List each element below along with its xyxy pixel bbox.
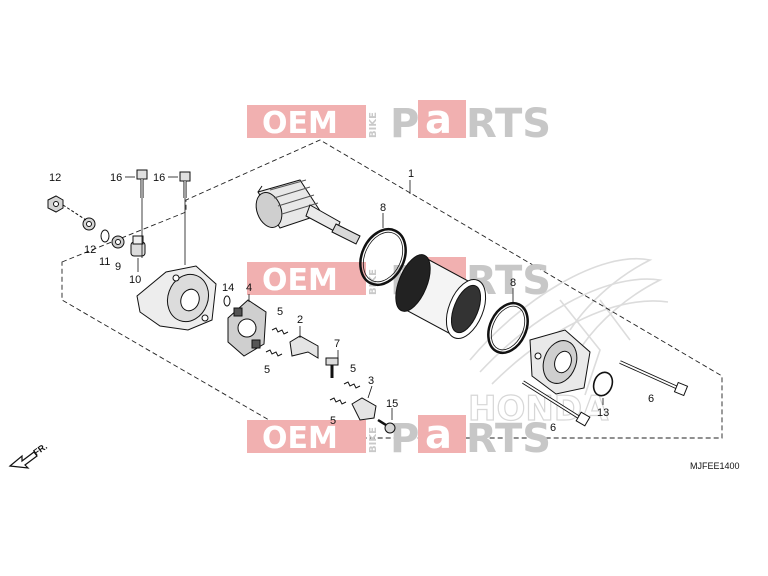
callout-1: 1: [408, 168, 414, 180]
watermark-rts-text: RTS: [466, 416, 551, 462]
callout-labels: 1 2 3 4 5 5 5 5 6 6 7 8 8 9 10 11 12 12 …: [49, 168, 654, 434]
brush-plate: [289, 335, 319, 359]
honda-wing-logo: [469, 257, 669, 396]
callout-10: 10: [129, 274, 141, 286]
rear-cover: [529, 329, 591, 395]
o-ring-right: [487, 301, 529, 355]
spring-5-c: [343, 381, 361, 389]
screw-16-right: [179, 171, 191, 198]
watermark-bike-text: BIKE: [368, 269, 379, 295]
callout-3: 3: [368, 375, 374, 387]
through-bolt-lower: [522, 380, 591, 427]
watermark-a-text: a: [425, 97, 452, 143]
callout-15: 15: [386, 398, 398, 410]
through-bolt-upper: [619, 360, 689, 397]
terminal-insulator: [130, 235, 146, 257]
callout-12-a: 12: [49, 172, 61, 184]
callout-2: 2: [297, 314, 303, 326]
callout-16-b: 16: [153, 172, 165, 184]
diagram-code: MJFEE1400: [690, 461, 740, 471]
callout-5-c: 5: [350, 363, 356, 375]
watermark-top: OEM BIKE P a RTS: [247, 97, 551, 147]
watermark-p-text: P: [390, 101, 419, 147]
callout-14: 14: [222, 282, 234, 294]
callout-5-a: 5: [277, 306, 283, 318]
washer-11: [100, 229, 110, 243]
spring-5-d: [329, 397, 347, 405]
callout-6-a: 6: [648, 393, 654, 405]
leader-lines: [137, 180, 604, 420]
callout-8-a: 8: [380, 202, 386, 214]
terminal-bolt-7: [325, 357, 339, 378]
callout-9: 9: [115, 261, 121, 273]
brush-3: [351, 397, 377, 421]
callout-8-b: 8: [510, 277, 516, 289]
watermark-bike-text: BIKE: [368, 112, 379, 138]
callout-13: 13: [597, 407, 609, 419]
callout-12-b: 12: [84, 244, 96, 256]
callout-5-b: 5: [264, 364, 270, 376]
watermark-a-text: a: [425, 412, 452, 458]
watermark-p-text: P: [390, 416, 419, 462]
watermark-rts-text: RTS: [466, 101, 551, 147]
callout-16-a: 16: [110, 172, 122, 184]
watermark-oem-text: OEM: [262, 263, 338, 298]
front-cover: [136, 265, 217, 331]
callout-6-b: 6: [550, 422, 556, 434]
o-ring-left: [359, 228, 407, 286]
o-ring-small: [592, 371, 614, 397]
callout-5-d: 5: [330, 415, 336, 427]
screw-15: [377, 418, 396, 434]
spring-5-b: [265, 349, 283, 357]
watermark-bike-text: BIKE: [368, 427, 379, 453]
spring-5-a: [271, 327, 289, 335]
brush-holder: [227, 299, 267, 357]
washer-14: [223, 295, 231, 307]
screw-16-left: [136, 169, 148, 198]
armature: [255, 179, 361, 245]
watermark-oem-text: OEM: [262, 106, 338, 141]
watermark-bottom: OEM BIKE P a RTS: [247, 412, 551, 462]
nut-12-upper: [47, 195, 64, 213]
callout-11: 11: [99, 256, 110, 268]
assembly-outline: [61, 139, 723, 439]
callout-4: 4: [246, 282, 252, 294]
yoke-housing: [395, 254, 487, 339]
callout-7: 7: [334, 338, 340, 350]
front-direction-arrow: FR.: [8, 441, 49, 469]
watermark-oem-text: OEM: [262, 421, 338, 456]
